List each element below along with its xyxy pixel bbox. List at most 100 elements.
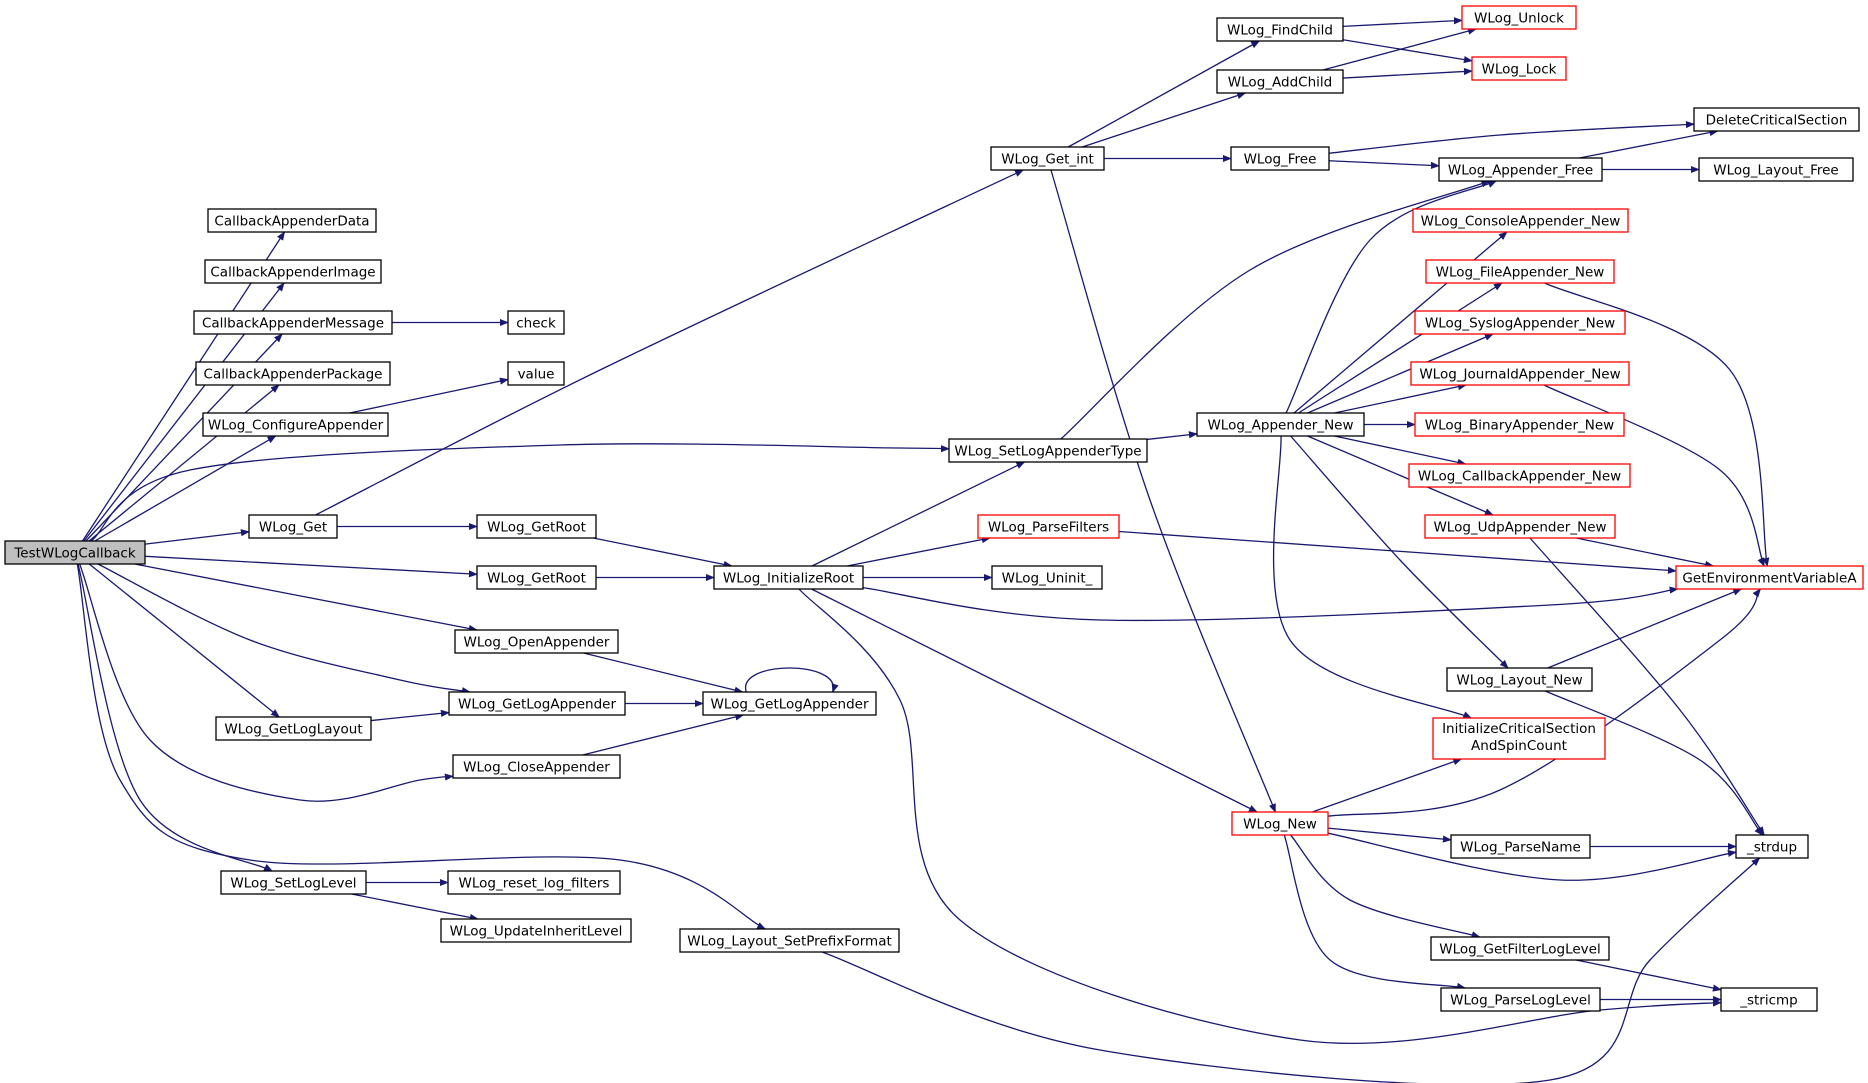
node-label: WLog_Appender_New [1207, 418, 1353, 434]
node-DeleteCriticalSection[interactable]: DeleteCriticalSection [1693, 107, 1860, 132]
node-WLog_GetFilterLogLevel[interactable]: WLog_GetFilterLogLevel [1430, 936, 1610, 961]
edge-WLog_GetLogAppender_2-to-WLog_GetLogAppender_2 [745, 667, 839, 693]
node-WLog_ConfigureAppender[interactable]: WLog_ConfigureAppender [202, 412, 389, 437]
node-value[interactable]: value [507, 361, 565, 386]
node-WLog_FindChild[interactable]: WLog_FindChild [1216, 17, 1344, 42]
node-box [1196, 412, 1365, 437]
edge-WLog_AddChild-to-WLog_Unlock [1322, 27, 1477, 71]
node-WLog_AddChild[interactable]: WLog_AddChild [1216, 69, 1344, 94]
edge-WLog_Get_int-to-WLog_New [1050, 169, 1277, 813]
node-WLog_GetRoot_2[interactable]: WLog_GetRoot [476, 565, 597, 590]
node-label: WLog_Get [259, 520, 327, 536]
node-WLog_UpdateInheritLevel[interactable]: WLog_UpdateInheritLevel [440, 918, 632, 943]
node-_strdup[interactable]: _strdup [1735, 834, 1809, 859]
node-box [447, 870, 621, 895]
node-WLog_Layout_New[interactable]: WLog_Layout_New [1446, 667, 1593, 692]
node-box [1408, 463, 1631, 488]
node-CallbackAppenderPackage[interactable]: CallbackAppenderPackage [195, 361, 391, 386]
node-WLog_CloseAppender[interactable]: WLog_CloseAppender [452, 754, 621, 779]
node-box [1438, 157, 1603, 182]
node-WLog_Get_int[interactable]: WLog_Get_int [990, 146, 1105, 171]
node-WLog_Appender_Free[interactable]: WLog_Appender_Free [1438, 157, 1603, 182]
node-WLog_GetLogLayout[interactable]: WLog_GetLogLayout [215, 716, 372, 741]
node-label: _stricmp [1739, 993, 1798, 1009]
edge-WLog_Free-to-WLog_Appender_Free [1328, 160, 1440, 169]
node-WLog_Layout_Free[interactable]: WLog_Layout_Free [1698, 157, 1854, 182]
node-box [1698, 157, 1854, 182]
edge-TestWLogCallback-to-WLog_Layout_SetPrefixFormat [76, 563, 767, 930]
node-WLog_Free[interactable]: WLog_Free [1230, 146, 1330, 171]
node-WLog_FileAppender_New[interactable]: WLog_FileAppender_New [1425, 259, 1615, 284]
node-label: WLog_GetLogAppender [458, 697, 616, 713]
node-WLog_GetLogAppender_2[interactable]: WLog_GetLogAppender [702, 691, 877, 716]
node-WLog_New[interactable]: WLog_New [1231, 811, 1329, 836]
node-box [1410, 361, 1630, 386]
node-WLog_CallbackAppender_New[interactable]: WLog_CallbackAppender_New [1408, 463, 1631, 488]
edge-TestWLogCallback-to-WLog_GetRoot_2 [144, 555, 478, 578]
node-WLog_Appender_New[interactable]: WLog_Appender_New [1196, 412, 1365, 437]
node-label: WLog_Unlock [1474, 11, 1564, 27]
node-box [1414, 310, 1626, 335]
node-TestWLogCallback[interactable]: TestWLogCallback [4, 540, 146, 565]
node-check[interactable]: check [507, 310, 565, 335]
node-label: WLog_ConsoleAppender_New [1421, 214, 1621, 230]
node-label: WLog_Layout_New [1456, 673, 1582, 689]
node-WLog_SetLogLevel[interactable]: WLog_SetLogLevel [220, 870, 367, 895]
node-WLog_UdpAppender_New[interactable]: WLog_UdpAppender_New [1424, 514, 1616, 539]
node-WLog_BinaryAppender_New[interactable]: WLog_BinaryAppender_New [1414, 412, 1625, 437]
node-WLog_ParseName[interactable]: WLog_ParseName [1450, 834, 1591, 859]
node-label: _strdup [1746, 840, 1797, 856]
node-WLog_ConsoleAppender_New[interactable]: WLog_ConsoleAppender_New [1412, 208, 1629, 233]
node-box [1675, 565, 1864, 590]
node-CallbackAppenderImage[interactable]: CallbackAppenderImage [204, 259, 382, 284]
node-box [448, 691, 626, 716]
node-label: WLog_SetLogAppenderType [954, 444, 1141, 460]
node-WLog_GetLogAppender_1[interactable]: WLog_GetLogAppender [448, 691, 626, 716]
node-box [1412, 208, 1629, 233]
node-label: WLog_GetRoot [487, 520, 586, 536]
node-box [1450, 834, 1591, 859]
node-box [1216, 69, 1344, 94]
edge-WLog_Layout_SetPrefixFormat-to-_strdup [821, 857, 1761, 1083]
edge-WLog_New-to-GetEnvironmentVariableA [1327, 588, 1761, 817]
node-WLog_Lock[interactable]: WLog_Lock [1471, 56, 1567, 81]
node-box [1446, 667, 1593, 692]
node-WLog_ParseLogLevel[interactable]: WLog_ParseLogLevel [1440, 987, 1601, 1012]
node-_stricmp[interactable]: _stricmp [1720, 987, 1818, 1012]
node-box [1231, 811, 1329, 836]
node-WLog_SetLogAppenderType[interactable]: WLog_SetLogAppenderType [948, 438, 1148, 463]
node-box [507, 361, 565, 386]
node-WLog_OpenAppender[interactable]: WLog_OpenAppender [454, 629, 619, 654]
edge-TestWLogCallback-to-WLog_CloseAppender [78, 563, 454, 802]
node-WLog_Unlock[interactable]: WLog_Unlock [1461, 5, 1577, 30]
node-CallbackAppenderData[interactable]: CallbackAppenderData [207, 208, 377, 233]
edge-WLog_Appender_New-to-WLog_Layout_New [1290, 435, 1509, 669]
edge-WLog_Appender_New-to-WLog_FileAppender_New [1298, 282, 1503, 414]
node-box [990, 146, 1105, 171]
node-box [1425, 259, 1615, 284]
edge-WLog_InitializeRoot-to-WLog_SetLogAppenderType [811, 461, 1026, 567]
edge-TestWLogCallback-to-WLog_OpenAppender [134, 563, 478, 633]
node-WLog_reset_log_filters[interactable]: WLog_reset_log_filters [447, 870, 621, 895]
edge-WLog_InitializeRoot-to-GetEnvironmentVariableA [862, 586, 1679, 622]
node-label: WLog_reset_log_filters [459, 876, 610, 892]
node-GetEnvironmentVariableA[interactable]: GetEnvironmentVariableA [1675, 565, 1864, 590]
edge-WLog_Appender_New-to-WLog_Appender_Free [1285, 180, 1497, 414]
node-WLog_Layout_SetPrefixFormat[interactable]: WLog_Layout_SetPrefixFormat [679, 928, 900, 953]
node-WLog_ParseFilters[interactable]: WLog_ParseFilters [977, 514, 1120, 539]
edge-WLog_AddChild-to-WLog_Lock [1342, 67, 1473, 79]
node-WLog_Get[interactable]: WLog_Get [248, 514, 338, 539]
node-WLog_InitializeRoot[interactable]: WLog_InitializeRoot [713, 565, 864, 590]
node-WLog_Uninit_[interactable]: WLog_Uninit_ [991, 565, 1103, 590]
node-box [1461, 5, 1577, 30]
edge-WLog_InitializeRoot-to-WLog_ParseFilters [847, 536, 991, 567]
node-WLog_SyslogAppender_New[interactable]: WLog_SyslogAppender_New [1414, 310, 1626, 335]
node-box [1471, 56, 1567, 81]
node-CallbackAppenderMessage[interactable]: CallbackAppenderMessage [193, 310, 393, 335]
edge-WLog_ConfigureAppender-to-value [349, 377, 509, 414]
node-WLog_JournaldAppender_New[interactable]: WLog_JournaldAppender_New [1410, 361, 1630, 386]
edge-TestWLogCallback-to-WLog_GetLogLayout [88, 563, 280, 718]
node-label: WLog_SetLogLevel [230, 876, 356, 892]
node-WLog_GetRoot_1[interactable]: WLog_GetRoot [476, 514, 597, 539]
